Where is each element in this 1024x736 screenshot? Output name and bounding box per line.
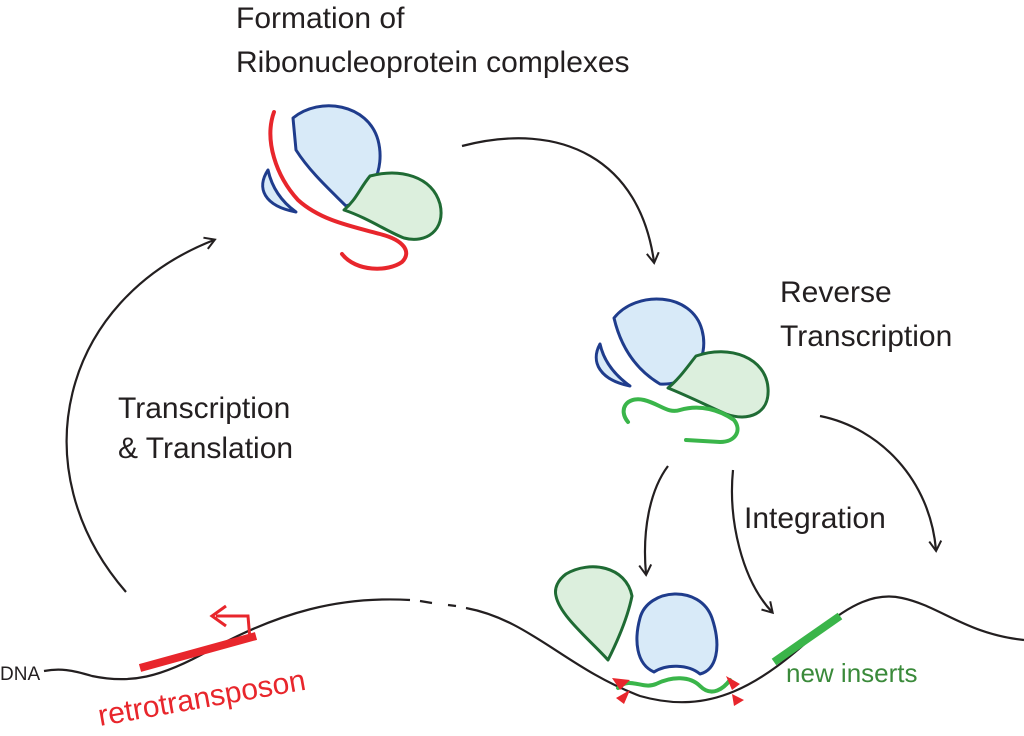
dna-strand <box>43 595 1024 704</box>
formation-label-line2: Ribonucleoprotein complexes <box>236 46 630 79</box>
formation-label-line1: Formation of <box>236 2 405 35</box>
retrotransposon-label: retrotransposon <box>95 664 308 733</box>
cdna-strand-green <box>621 397 740 445</box>
protein-green <box>666 350 770 419</box>
rna-strand-red <box>268 110 409 271</box>
promoter-arrowhead-icon <box>209 604 227 628</box>
rnp-complex-formation <box>261 104 443 271</box>
integration-arrow-right <box>819 414 943 553</box>
formation-to-reverse-arrow <box>461 137 660 265</box>
reverse-transcription-label-line2: Transcription <box>780 320 952 353</box>
transcription-translation-label-line1: Transcription <box>118 392 290 425</box>
transcription-translation-arrow <box>65 236 217 593</box>
rnp-complex-reverse-transcription <box>594 297 770 445</box>
integration-arrow-middle <box>730 469 775 615</box>
protein-blue-small <box>594 342 632 388</box>
dna-label: DNA <box>0 664 40 685</box>
reverse-transcription-label-line1: Reverse <box>780 276 892 309</box>
new-inserts-label: new inserts <box>786 658 918 688</box>
protein-blue-small <box>261 168 298 214</box>
protein-blue-large <box>635 592 719 676</box>
cut-site-left-icon <box>612 678 630 704</box>
cut-site-right-icon <box>726 676 744 706</box>
integration-label: Integration <box>744 502 886 535</box>
rnp-complex-integration <box>554 565 744 706</box>
retrotransposon-segment <box>138 632 258 672</box>
integration-arrow-left <box>638 465 669 577</box>
protein-green <box>342 171 443 241</box>
new-insert-segment <box>771 612 843 666</box>
insertion-strand-green <box>616 676 732 694</box>
protein-green <box>554 565 634 662</box>
promoter-arrow <box>216 614 252 641</box>
transcription-translation-label-line2: & Translation <box>118 432 293 465</box>
